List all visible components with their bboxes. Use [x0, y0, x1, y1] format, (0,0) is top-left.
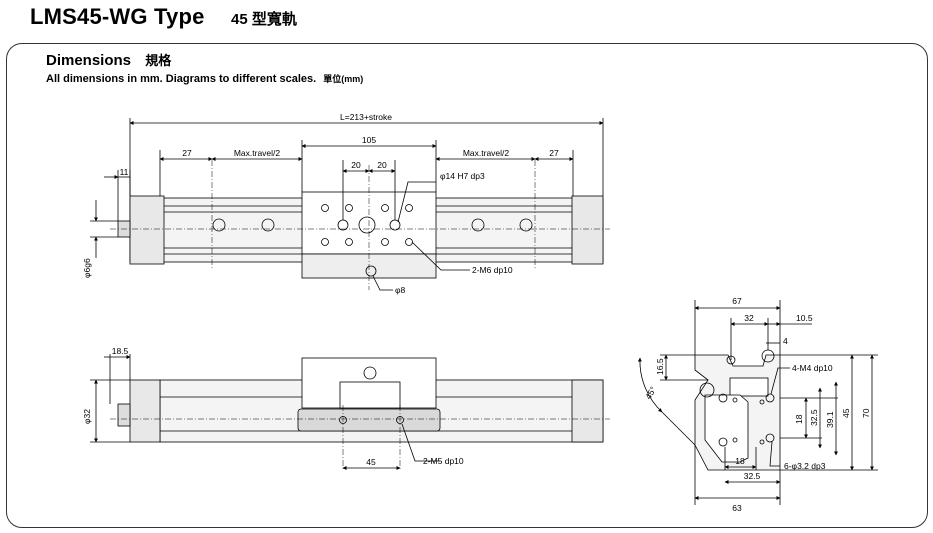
- dim-pin-hole: φ14 H7 dp3: [440, 171, 485, 181]
- top-view-labels: L=213+stroke 105 27 Max.travel/2 Max.tra…: [82, 112, 559, 295]
- end-view: [637, 300, 878, 505]
- dim-end-width: 67: [732, 296, 742, 306]
- dim-w63: 63: [732, 503, 742, 513]
- section-title-text: Dimensions: [46, 52, 132, 69]
- dim-bottom-hole: φ8: [395, 285, 406, 295]
- dim-travel-right: Max.travel/2: [463, 148, 510, 158]
- dim-carriage-width: 105: [362, 135, 376, 145]
- dim-h32-5: 32.5: [809, 409, 819, 426]
- page-title: LMS45-WG Type 45 型寬軌: [30, 4, 297, 30]
- section-note-text: All dimensions in mm. Diagrams to differ…: [46, 73, 317, 85]
- dim-side-end-cap: 18.5: [112, 346, 129, 356]
- dim-tapped-holes-m6: 2-M6 dp10: [472, 265, 513, 275]
- top-view: [90, 118, 610, 291]
- dim-travel-left: Max.travel/2: [234, 148, 281, 158]
- model-title-cn: 45 型寬軌: [231, 11, 297, 28]
- content-frame: [6, 43, 928, 528]
- dim-slot-offset: 10.5: [796, 313, 813, 323]
- dim-slot-width: 4: [783, 336, 788, 346]
- dim-end-offset-right: 27: [549, 148, 559, 158]
- end-view-labels: 67 32 10.5 4 4-M4 dp10 16.5 45° 18 32.5 …: [643, 296, 871, 513]
- dim-tapped-holes-m4: 4-M4 dp10: [792, 363, 833, 373]
- dim-w18: 18: [735, 456, 745, 466]
- dim-end-cap: 11: [120, 167, 129, 177]
- section-title-cn: 規格: [145, 53, 172, 68]
- section-title: Dimensions 規格: [46, 50, 171, 69]
- dim-shaft-dia: φ6g6: [82, 258, 92, 278]
- dim-mount-holes: 6-φ3.2 dp3: [784, 461, 826, 471]
- side-view: [90, 354, 610, 470]
- dim-side-hole-pitch: 45: [366, 457, 376, 467]
- unit-note: 單位(mm): [323, 74, 364, 84]
- dim-h39-1: 39.1: [825, 411, 835, 428]
- dim-h70: 70: [861, 408, 871, 418]
- dim-h18: 18: [794, 414, 804, 424]
- dim-end-offset-left: 27: [182, 148, 192, 158]
- dim-hole-pitch-b: 20: [377, 160, 387, 170]
- dim-hole-pitch-a: 20: [351, 160, 361, 170]
- section-note: All dimensions in mm. Diagrams to differ…: [46, 72, 363, 85]
- model-title: LMS45-WG Type: [30, 4, 205, 29]
- dim-tapped-holes-m5: 2-M5 dp10: [423, 456, 464, 466]
- dim-h45: 45: [841, 408, 851, 418]
- dim-overall-length: L=213+stroke: [340, 112, 392, 122]
- dim-slot-pitch: 32: [744, 313, 754, 323]
- dim-w32-5: 32.5: [744, 471, 761, 481]
- side-view-labels: 18.5 φ32 45 2-M5 dp10: [82, 346, 464, 467]
- dim-side-height: φ32: [82, 409, 92, 424]
- dim-slot-depth: 16.5: [655, 358, 665, 375]
